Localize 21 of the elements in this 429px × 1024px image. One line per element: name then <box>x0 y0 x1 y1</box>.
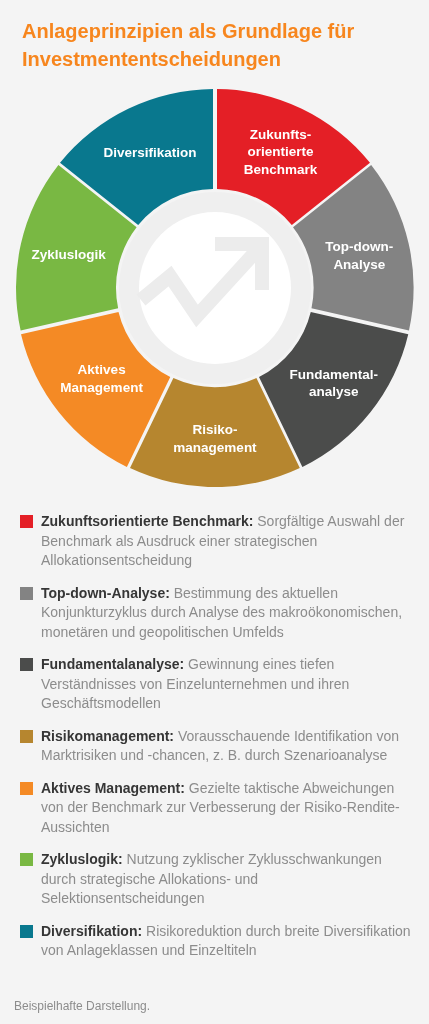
wheel-segment <box>21 311 171 467</box>
segment-label: Risiko- management <box>172 420 258 456</box>
segment-label: Aktives Management <box>59 360 144 396</box>
wheel-segment <box>216 89 370 226</box>
legend-text: Zukunftsorientierte Benchmark: Sorgfältige Auswahl der Benchmark als Ausdruck einer strategischen Allokationsentscheidung <box>41 512 406 570</box>
wheel-segment <box>259 311 409 467</box>
legend-text: Risikomanagement: Vorausschauende Identifikation von Marktrisiken und -chancen, z. B. durch Szenarioanalyse <box>41 726 400 765</box>
segment-label: Top-down- Analyse <box>324 237 394 273</box>
legend-text: Zykluslogik: Nutzung zyklischer Zyklusschwankungen durch strategische Allokations- und Selektionsentscheidungen <box>41 850 383 908</box>
legend-text: Diversifikation: Risikoreduktion durch breite Diversifikation von Anlageklassen und Einzeltiteln <box>41 921 412 960</box>
wheel-segment <box>16 165 137 331</box>
legend-text: Top-down-Analyse: Bestimmung des aktuellen Konjunkturzyklus durch Analyse des makroökonomischen, monetären und geopolitischen Umfelds <box>41 583 404 642</box>
segment-label: Fundamental- analyse <box>288 365 379 401</box>
legend-text: Aktives Management: Gezielte taktische Abweichungen von der Benchmark zur Verbesserung der Risiko-Rendite-Aussichten <box>41 778 401 837</box>
segment-label: Zykluslogik <box>30 245 107 264</box>
caption: Beispielhafte Darstellung. <box>14 999 151 1014</box>
segment-label: Zukunfts- orientierte Benchmark <box>243 125 318 179</box>
wheel-segment <box>60 89 214 226</box>
title: Anlageprinzipien als Grundlage für Investmententscheidungen <box>22 19 356 72</box>
segment-label: Diversifikation <box>102 144 198 162</box>
legend-text: Fundamentalanalyse: Gewinnung eines tiefen Verständnisses von Einzelunternehmen und ihren Geschäftsmodellen <box>41 655 351 713</box>
